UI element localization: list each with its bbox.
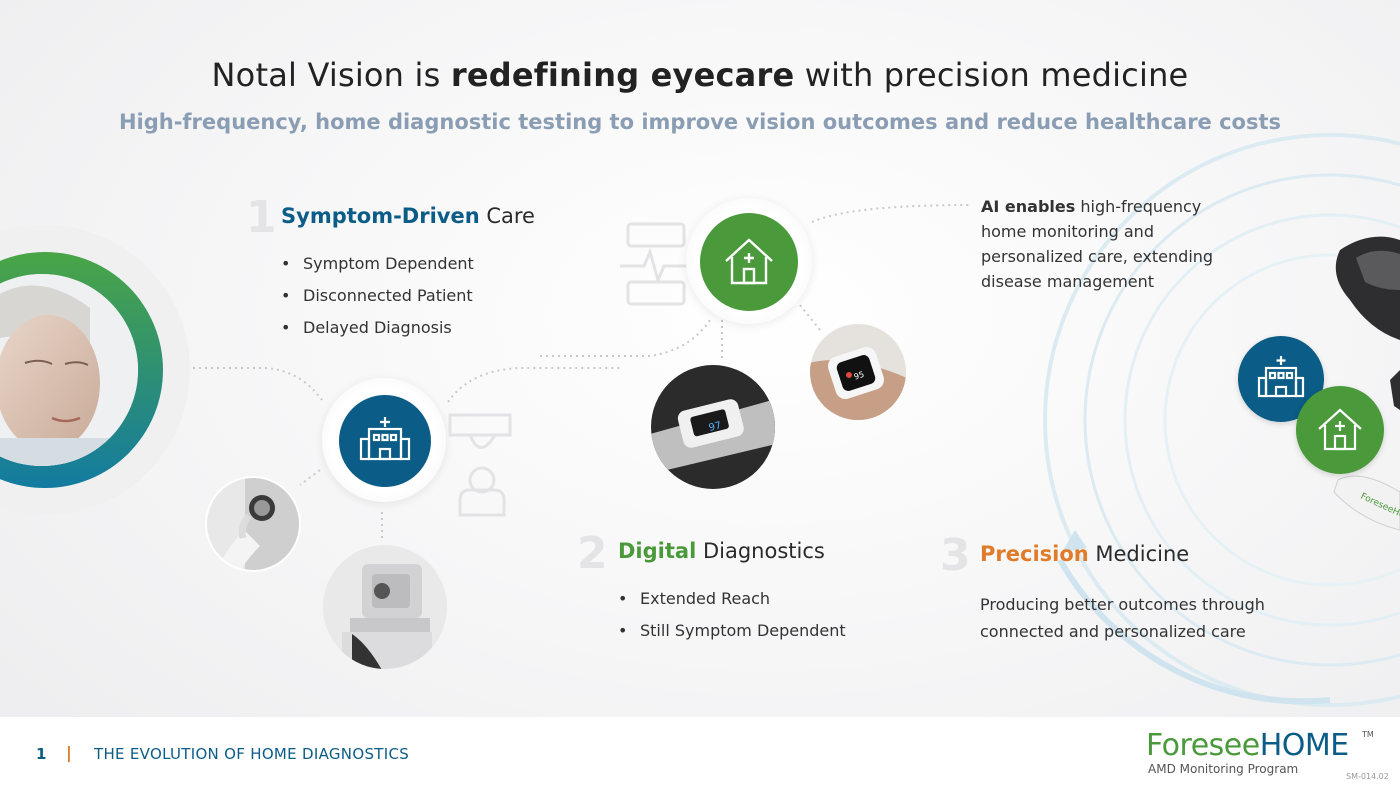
ring-home-icon xyxy=(1296,386,1384,474)
stage-3-title-rest: Medicine xyxy=(1088,542,1190,566)
logo-foresee: Foresee xyxy=(1146,728,1260,763)
stage-1-title: Symptom-Driven Care xyxy=(281,204,535,228)
stage-1-highlight: Symptom-Driven xyxy=(281,204,480,228)
stage-2-title: Digital Diagnostics xyxy=(618,539,825,563)
hospital-building-icon xyxy=(1257,356,1305,398)
stage-2-bullets: Extended Reach Still Symptom Dependent xyxy=(616,587,846,651)
stage-2-title-rest: Diagnostics xyxy=(696,539,825,563)
ai-note-emphasis: AI enables xyxy=(981,197,1076,216)
title-tail: with precision medicine xyxy=(794,56,1189,94)
stage-1-bullets: Symptom Dependent Disconnected Patient D… xyxy=(279,252,474,348)
hospital-icon xyxy=(339,395,431,487)
ai-enables-note: AI enables high-frequency home monitorin… xyxy=(981,194,1217,294)
smart-watch-photo: 95 xyxy=(810,324,906,420)
document-code: SM-014.02 xyxy=(1346,772,1389,781)
stage-3-highlight: Precision xyxy=(980,542,1089,566)
list-item: Symptom Dependent xyxy=(279,252,474,284)
ai-note-text: high-frequency home monitoring and perso… xyxy=(981,197,1214,291)
stage-3-description: Producing better outcomes through connec… xyxy=(980,595,1265,641)
page-subtitle: High-frequency, home diagnostic testing … xyxy=(118,110,1282,134)
eye-exam-machine-photo xyxy=(323,545,447,669)
footer-section-title: THE EVOLUTION OF HOME DIAGNOSTICS xyxy=(94,745,410,763)
stage-1-title-rest: Care xyxy=(479,204,535,228)
logo-home: HOME xyxy=(1259,728,1350,763)
oximeter-reading: 97 xyxy=(708,420,723,434)
foreseehome-device: ForeseeHOME xyxy=(1333,236,1400,531)
hospital-building-icon xyxy=(359,417,411,461)
stage-3-title: Precision Medicine xyxy=(980,542,1189,566)
footer-separator: | xyxy=(66,743,72,762)
patient-portrait xyxy=(0,274,138,466)
page-title: Notal Vision is redefining eyecare with … xyxy=(0,56,1400,94)
cycle-rings xyxy=(1043,133,1400,707)
stage-2-highlight: Digital xyxy=(618,539,697,563)
ecg-outline-icon xyxy=(620,222,694,306)
title-lead: Notal Vision is xyxy=(211,56,451,94)
logo-tagline: AMD Monitoring Program xyxy=(1148,762,1299,776)
list-item: Delayed Diagnosis xyxy=(279,316,474,348)
stage-3-number: 3 xyxy=(940,530,971,581)
list-item: Extended Reach xyxy=(616,587,846,619)
pulse-oximeter-photo: 97 xyxy=(651,365,775,489)
list-item: Disconnected Patient xyxy=(279,284,474,316)
doctor-outline-icon xyxy=(448,413,512,517)
dotted-connectors xyxy=(175,204,971,540)
house-icon xyxy=(1318,408,1362,451)
home-icon xyxy=(700,213,798,311)
foreseehome-logo: ForeseeHOME xyxy=(1146,728,1349,763)
list-item: Still Symptom Dependent xyxy=(616,619,846,651)
stage-1-number: 1 xyxy=(246,192,277,243)
stage-2-number: 2 xyxy=(577,528,608,579)
footer-bar xyxy=(0,717,1400,788)
watch-reading: 95 xyxy=(853,370,865,382)
logo-trademark: TM xyxy=(1362,730,1374,739)
title-emphasis: redefining eyecare xyxy=(450,56,795,94)
page-number: 1 xyxy=(36,745,47,763)
stethoscope-photo xyxy=(205,476,301,572)
house-icon xyxy=(725,238,773,285)
